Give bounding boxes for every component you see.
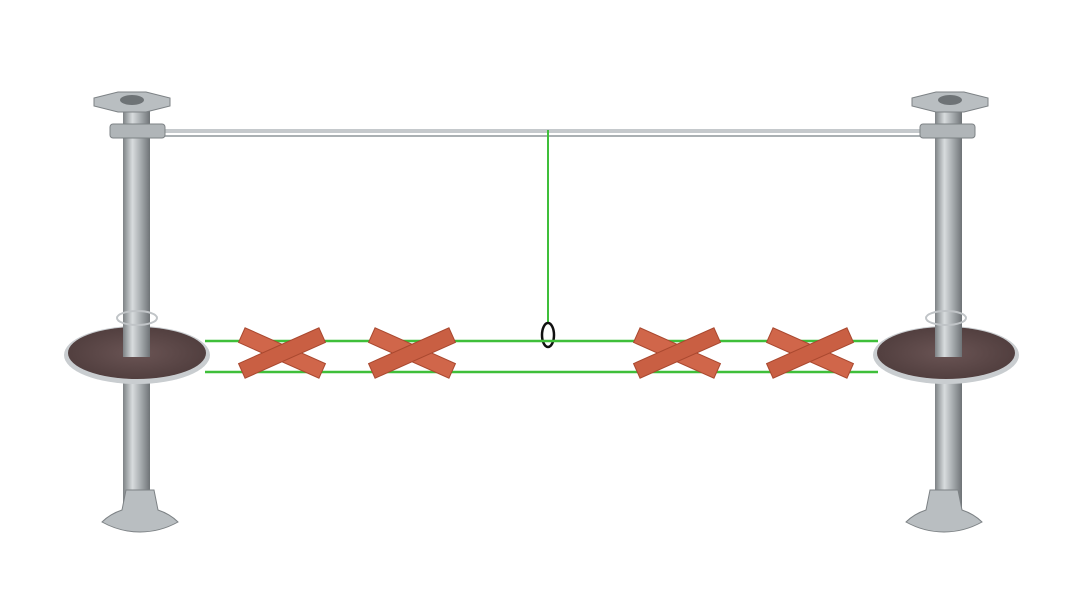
cross-beam: [368, 327, 456, 379]
cross-beams: [238, 327, 854, 379]
left-pole: [93, 91, 179, 533]
cross-beam: [238, 327, 326, 379]
right-pole: [905, 91, 989, 533]
cross-beam: [766, 327, 854, 379]
ring[interactable]: [540, 321, 556, 349]
cross-beam: [633, 327, 721, 379]
right-platform: [873, 310, 1019, 384]
top-cable: [150, 129, 935, 137]
left-platform: [64, 310, 210, 384]
